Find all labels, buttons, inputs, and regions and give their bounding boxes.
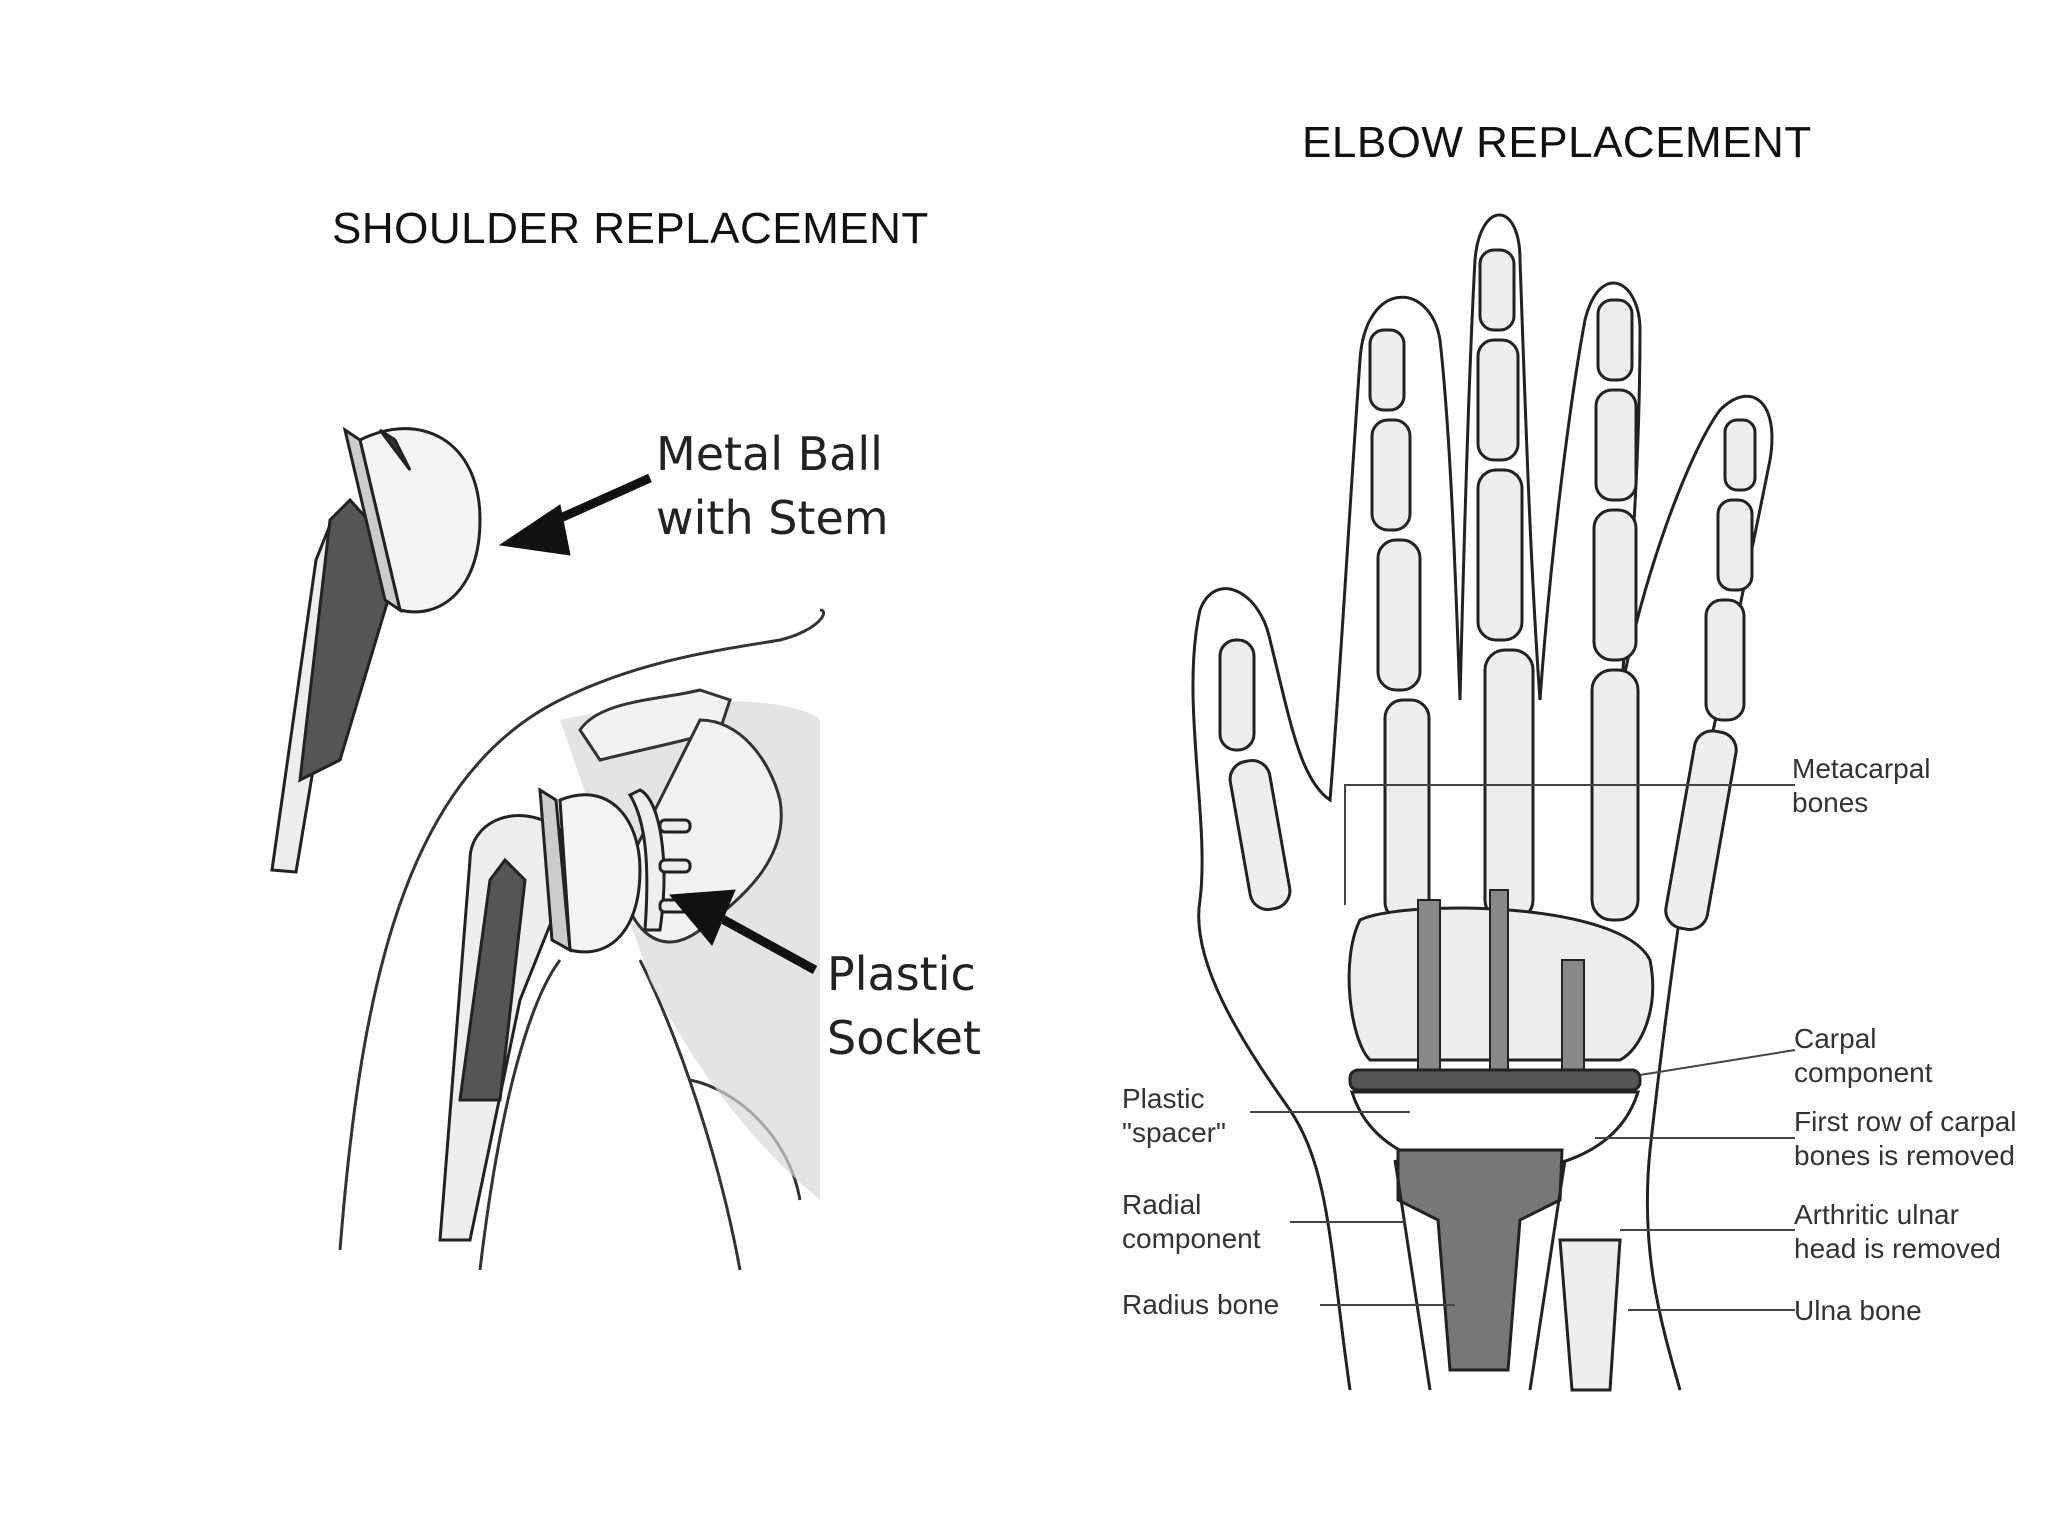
ulna-bone: [1558, 1238, 1622, 1392]
leader-lines: [1250, 784, 1796, 1311]
label-metal-ball: Metal Ball with Stem: [656, 427, 889, 545]
metacarpal-bones: [1383, 648, 1738, 931]
arrow-metal-ball: [498, 473, 652, 556]
label-plastic-spacer: Plastic "spacer": [1122, 1083, 1226, 1148]
label-carpal-component: Carpal component: [1794, 1023, 1933, 1088]
label-first-row-removed: First row of carpal bones is removed: [1794, 1106, 2017, 1171]
label-ulnar-head-removed: Arthritic ulnar head is removed: [1794, 1199, 2002, 1264]
label-radial-component: Radial component: [1122, 1189, 1261, 1254]
carpal-component: [1348, 1068, 1642, 1092]
label-metacarpal: Metacarpal bones: [1792, 753, 1931, 818]
metal-ball-implant: [270, 426, 482, 874]
shoulder-title: SHOULDER REPLACEMENT: [332, 204, 929, 253]
label-ulna-bone: Ulna bone: [1794, 1295, 1922, 1326]
hand-outline: [1191, 213, 1774, 1391]
label-plastic-socket: Plastic Socket: [827, 947, 981, 1065]
finger-bones: [1218, 248, 1757, 911]
hand-title: ELBOW REPLACEMENT: [1302, 118, 1812, 167]
label-radius-bone: Radius bone: [1122, 1289, 1280, 1320]
carpal-screws: [1417, 889, 1585, 1081]
radius-bone: [1393, 1159, 1567, 1391]
humerus-with-implant: [438, 787, 642, 1242]
arrow-plastic-socket: [668, 889, 818, 974]
shoulder-illustration: [270, 426, 826, 1271]
radial-component: [1396, 1148, 1564, 1372]
